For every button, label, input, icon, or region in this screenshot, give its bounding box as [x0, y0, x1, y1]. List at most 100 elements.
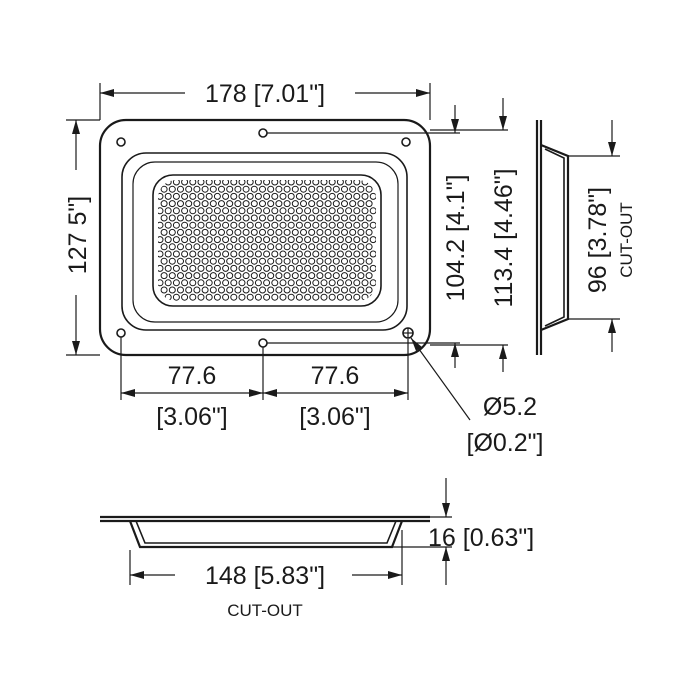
perforation-hole — [222, 293, 230, 301]
perforation-hole — [308, 286, 316, 294]
perforation-hole — [197, 250, 205, 258]
perforation-hole — [283, 272, 291, 280]
perforation-hole — [197, 279, 205, 287]
perforation-hole — [218, 185, 225, 193]
perforation-hole — [341, 185, 348, 193]
perforation-hole — [304, 221, 312, 229]
perforation-hole — [353, 279, 361, 287]
perforation-hole — [226, 243, 234, 251]
perforation-hole — [205, 180, 213, 186]
perforation-hole — [353, 264, 361, 272]
perforation-hole — [213, 236, 221, 244]
perforation-hole — [357, 185, 365, 193]
perforation-hole — [365, 257, 373, 265]
mount-hole-top-right — [401, 137, 411, 147]
perforation-hole — [177, 185, 184, 193]
perforation-hole — [213, 192, 221, 200]
mount-hole-bottom-center — [258, 338, 268, 348]
perforation-hole — [164, 264, 172, 272]
perforation-hole — [201, 214, 209, 222]
perforation-hole — [254, 250, 262, 258]
perforation-hole — [316, 185, 324, 193]
hole-diameter-in: [Ø0.2"] — [467, 429, 544, 457]
perforation-hole — [271, 207, 279, 215]
perforation-hole — [222, 264, 230, 272]
perforation-hole — [226, 272, 234, 280]
perforation-hole — [181, 293, 189, 301]
perforation-hole — [369, 250, 376, 258]
perforation-hole — [349, 214, 357, 222]
perforation-hole — [193, 185, 201, 193]
perforation-hole — [361, 264, 369, 272]
perforation-hole — [287, 221, 295, 229]
perforation-hole — [238, 192, 246, 200]
perforation-hole — [250, 228, 258, 236]
perforation-hole — [259, 257, 266, 265]
perforation-hole — [230, 207, 238, 215]
perforation-hole — [189, 221, 197, 229]
perforation-hole — [283, 243, 291, 251]
perforation-hole — [357, 272, 365, 280]
perforation-hole — [275, 185, 283, 193]
perforation-hole — [160, 286, 168, 294]
perforation-hole — [316, 286, 324, 294]
perforation-hole — [160, 185, 168, 193]
cutout-width-caption: CUT-OUT — [227, 601, 303, 620]
outer-flange-outline — [98, 118, 432, 357]
perforation-hole — [328, 207, 336, 215]
perforation-hole — [332, 257, 340, 265]
cutout-height-label: 96 [3.78"] — [584, 187, 612, 293]
perforation-hole — [205, 192, 213, 200]
perforation-hole — [181, 180, 189, 186]
perforation-hole — [324, 272, 332, 280]
dish-outline — [121, 152, 408, 331]
perforation-hole — [287, 293, 295, 301]
perforation-hole — [369, 207, 376, 215]
perforation-hole — [279, 207, 287, 215]
perforation-hole — [275, 228, 283, 236]
perforation-hole — [164, 221, 172, 229]
perforation-hole — [365, 286, 373, 294]
perforation-hole — [242, 257, 250, 265]
perforation-hole — [213, 221, 221, 229]
perforation-hole — [341, 272, 348, 280]
perforation-hole — [328, 250, 336, 258]
perforation-hole — [189, 279, 197, 287]
perforation-hole — [209, 272, 217, 280]
perforation-hole — [197, 236, 205, 244]
perforation-hole — [168, 185, 176, 193]
perforation-hole — [324, 228, 332, 236]
perforation-hole — [357, 200, 365, 208]
perforation-hole — [312, 236, 320, 244]
perforation-hole — [345, 279, 353, 287]
perforation-hole — [361, 192, 369, 200]
perforation-hole — [218, 228, 225, 236]
perforation-hole — [254, 221, 262, 229]
perforation-hole — [209, 286, 217, 294]
perforation-hole — [291, 200, 299, 208]
perforation-hole — [181, 221, 189, 229]
overall-width-label: 178 [7.01"] — [205, 80, 325, 108]
perforation-hole — [361, 250, 369, 258]
perforation-hole — [160, 200, 168, 208]
perforation-hole — [201, 185, 209, 193]
perforation-hole — [341, 286, 348, 294]
perforation-hole — [226, 286, 234, 294]
perforation-hole — [197, 221, 205, 229]
perforation-hole — [177, 200, 184, 208]
perforation-hole — [254, 192, 262, 200]
perforation-hole — [336, 207, 344, 215]
perforation-hole — [263, 293, 271, 301]
perforation-hole — [304, 279, 312, 287]
perforation-hole — [312, 250, 320, 258]
perforation-hole — [295, 236, 303, 244]
perforation-hole — [222, 180, 230, 186]
perforation-hole — [164, 293, 172, 301]
perforation-hole — [336, 236, 344, 244]
perforation-hole — [332, 185, 340, 193]
perforation-hole — [181, 207, 189, 215]
perforation-hole — [254, 236, 262, 244]
perforation-hole — [300, 243, 307, 251]
dimension-overall-height: 127 5"] — [64, 119, 100, 356]
perforation-hole — [332, 272, 340, 280]
